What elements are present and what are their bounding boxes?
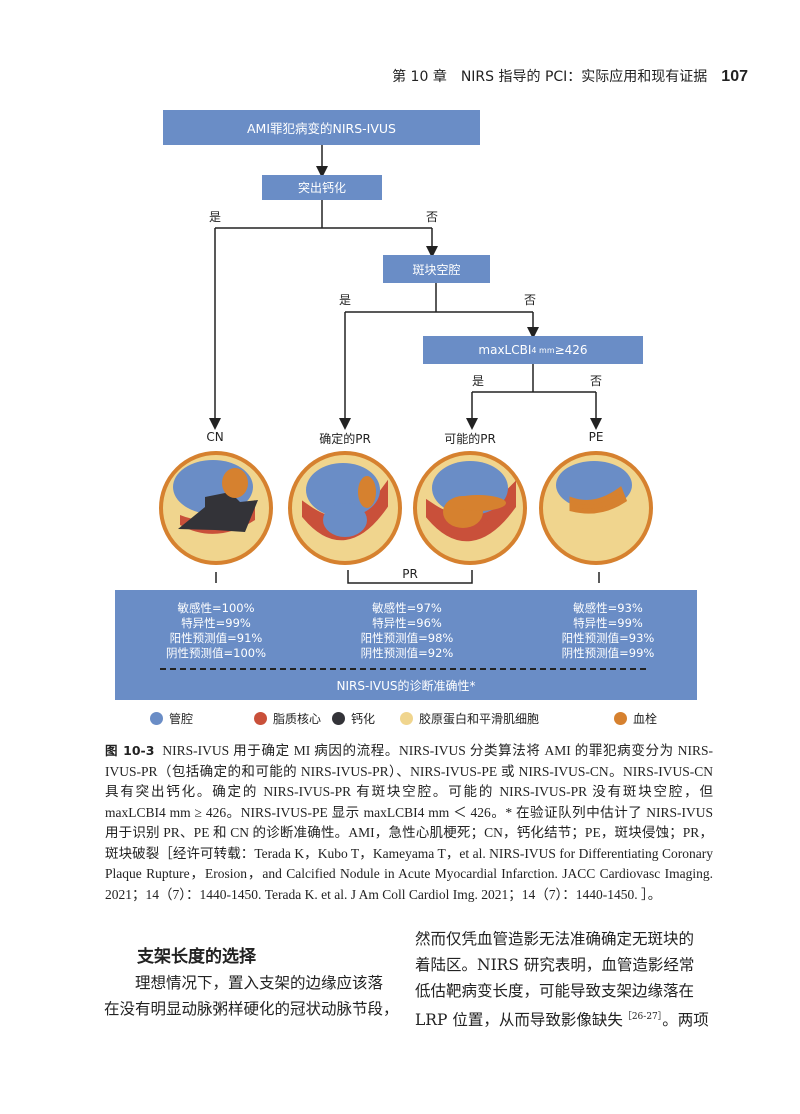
- lcbi-threshold: ≥426: [554, 343, 588, 357]
- outcome-cn: CN: [206, 430, 224, 444]
- outcome-possible-pr: 可能的PR: [444, 432, 496, 446]
- lcbi-subscript: 4 mm: [531, 345, 555, 355]
- citation-ref: ［26-27］: [622, 1012, 663, 1022]
- accuracy-pe: 敏感性=93%特异性=99%阳性预测值=93%阴性预测值=99%: [561, 601, 655, 660]
- dashed-divider: [160, 668, 646, 670]
- legend-thrombus: 血栓: [614, 710, 657, 727]
- pr-bracket-label: PR: [398, 567, 422, 581]
- plaque-diagram-possible-pr: [413, 451, 527, 565]
- collagen-swatch-icon: [400, 712, 413, 725]
- running-header: 第 10 章 NIRS 指导的 PCI：实际应用和现有证据 107: [392, 66, 748, 86]
- accuracy-cn: 敏感性=100%特异性=99%阳性预测值=91%阴性预测值=100%: [165, 601, 267, 660]
- page-number: 107: [721, 68, 748, 85]
- legend-lumen: 管腔: [150, 710, 193, 727]
- flow-cavity-box: 斑块空腔: [383, 255, 490, 283]
- plaque-diagram-definite-pr: [288, 451, 402, 565]
- flow-start-box: AMI罪犯病变的NIRS-IVUS: [163, 110, 480, 145]
- lumen-swatch-icon: [150, 712, 163, 725]
- outcome-pe: PE: [588, 430, 604, 444]
- plaque-diagram-pe: [539, 451, 653, 565]
- no-label: 否: [589, 374, 603, 388]
- no-label: 否: [523, 293, 537, 307]
- figure-label: 图 10-3: [105, 743, 155, 758]
- accuracy-footer: NIRS-IVUS的诊断准确性*: [336, 679, 476, 693]
- lcbi-label: maxLCBI: [478, 343, 532, 357]
- caption-text: NIRS-IVUS 用于确定 MI 病因的流程。NIRS-IVUS 分类算法将 …: [105, 743, 713, 902]
- thrombus-swatch-icon: [614, 712, 627, 725]
- accuracy-panel: [115, 590, 697, 700]
- flow-calcification-box: 突出钙化: [262, 175, 382, 200]
- yes-label: 是: [471, 374, 485, 388]
- legend-lipid-core: 脂质核心: [254, 710, 321, 727]
- yes-label: 是: [338, 293, 352, 307]
- legend-collagen: 胶原蛋白和平滑肌细胞: [400, 710, 539, 727]
- plaque-diagram-cn: [159, 451, 273, 565]
- yes-label: 是: [208, 210, 222, 224]
- left-column-text: 理想情况下，置入支架的边缘应该落在没有明显动脉粥样硬化的冠状动脉节段，: [104, 974, 399, 1018]
- accuracy-pr: 敏感性=97%特异性=96%阳性预测值=98%阴性预测值=92%: [360, 601, 454, 660]
- section-heading: 支架长度的选择: [137, 947, 256, 967]
- right-column-text: 然而仅凭血管造影无法准确确定无斑块的着陆区。NIRS 研究表明，血管造影经常低估…: [415, 930, 709, 1030]
- lipid-swatch-icon: [254, 712, 267, 725]
- no-label: 否: [425, 210, 439, 224]
- outcome-definite-pr: 确定的PR: [319, 432, 371, 446]
- calcium-swatch-icon: [332, 712, 345, 725]
- flowchart-lines: [159, 145, 653, 584]
- legend-calcium: 钙化: [332, 710, 375, 727]
- chapter-title: 第 10 章 NIRS 指导的 PCI：实际应用和现有证据: [392, 69, 708, 85]
